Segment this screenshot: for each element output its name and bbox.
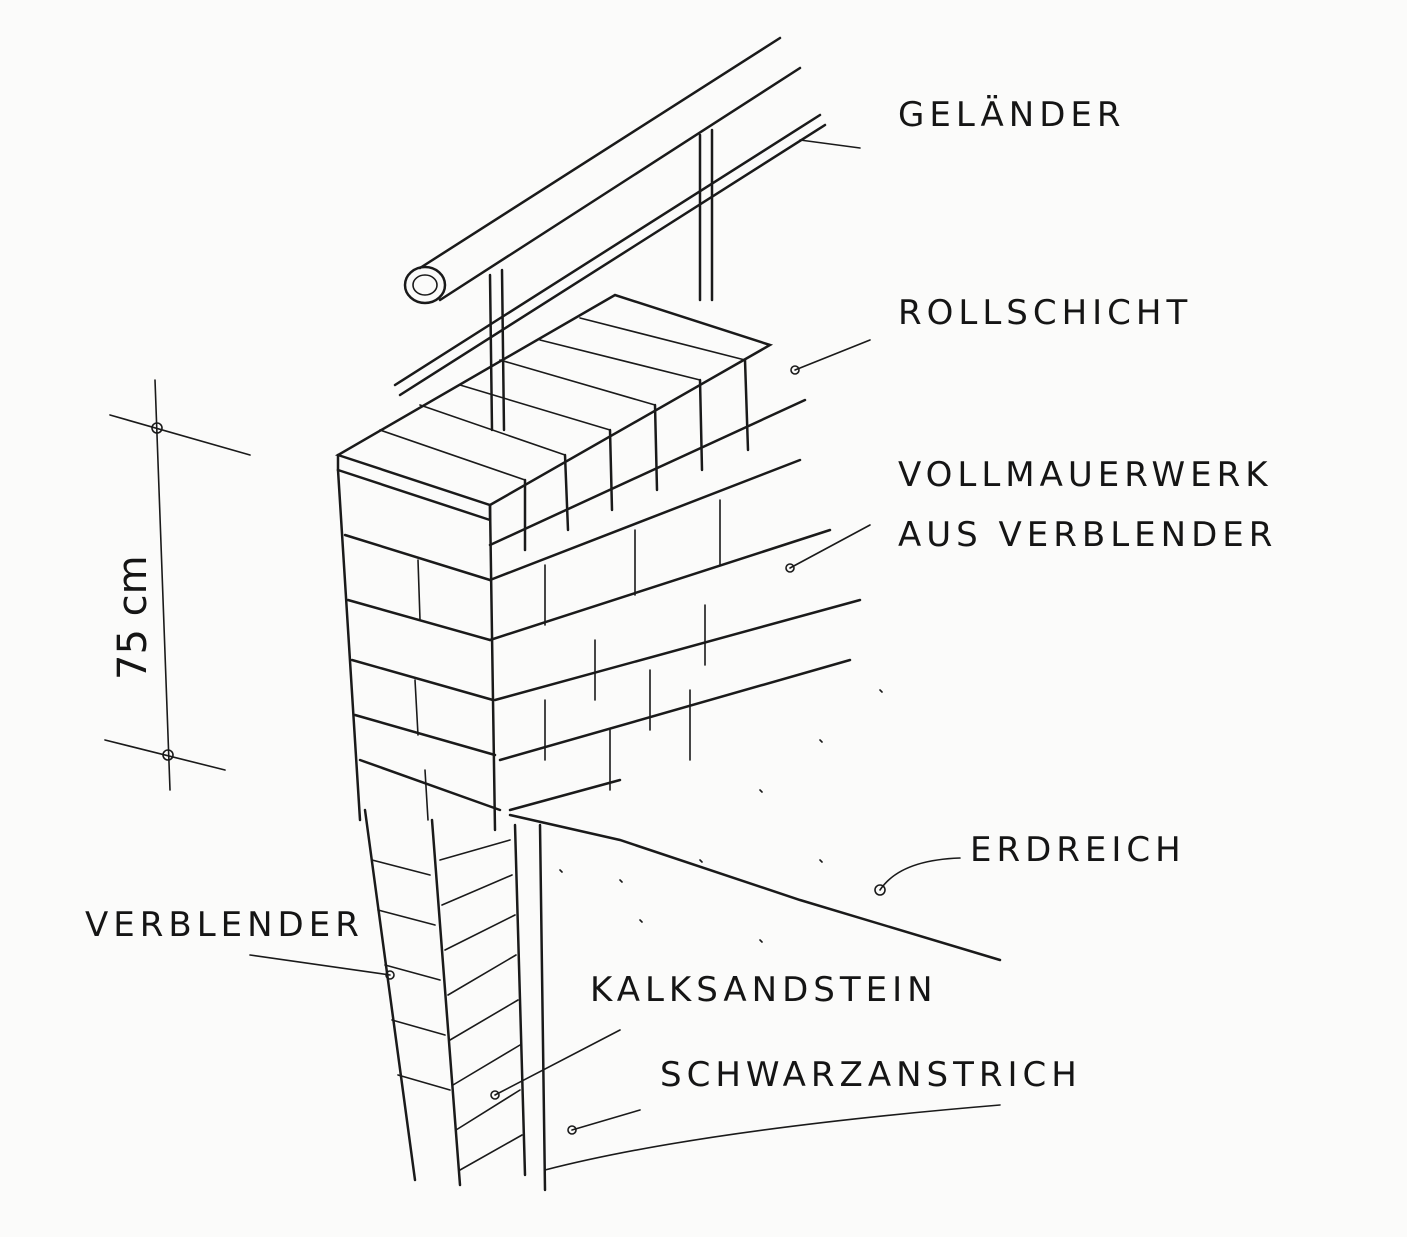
railing (393, 36, 861, 432)
label-kalksandstein: KALKSANDSTEIN (590, 970, 938, 1010)
ground-erdreich (508, 689, 1002, 1171)
label-verblender: VERBLENDER (85, 905, 364, 945)
label-aus-verblender: AUS VERBLENDER (898, 515, 1278, 555)
dimension-line (104, 379, 251, 791)
label-erdreich: ERDREICH (970, 830, 1186, 870)
label-rollschicht: ROLLSCHICHT (898, 293, 1193, 333)
label-vollmauerwerk: VOLLMAUERWERK (898, 455, 1273, 495)
vollmauerwerk-bricks (488, 458, 862, 832)
leader-lines (249, 339, 961, 1135)
kalksandstein-hatch (439, 839, 523, 1171)
label-gelaender: GELÄNDER (898, 95, 1126, 135)
foundation (363, 808, 547, 1192)
dimension-label-75cm: 75 cm (110, 555, 156, 680)
rollschicht-bricks (334, 293, 807, 552)
label-schwarzanstrich: SCHWARZANSTRICH (660, 1055, 1082, 1095)
verblender-front-face (336, 468, 502, 822)
